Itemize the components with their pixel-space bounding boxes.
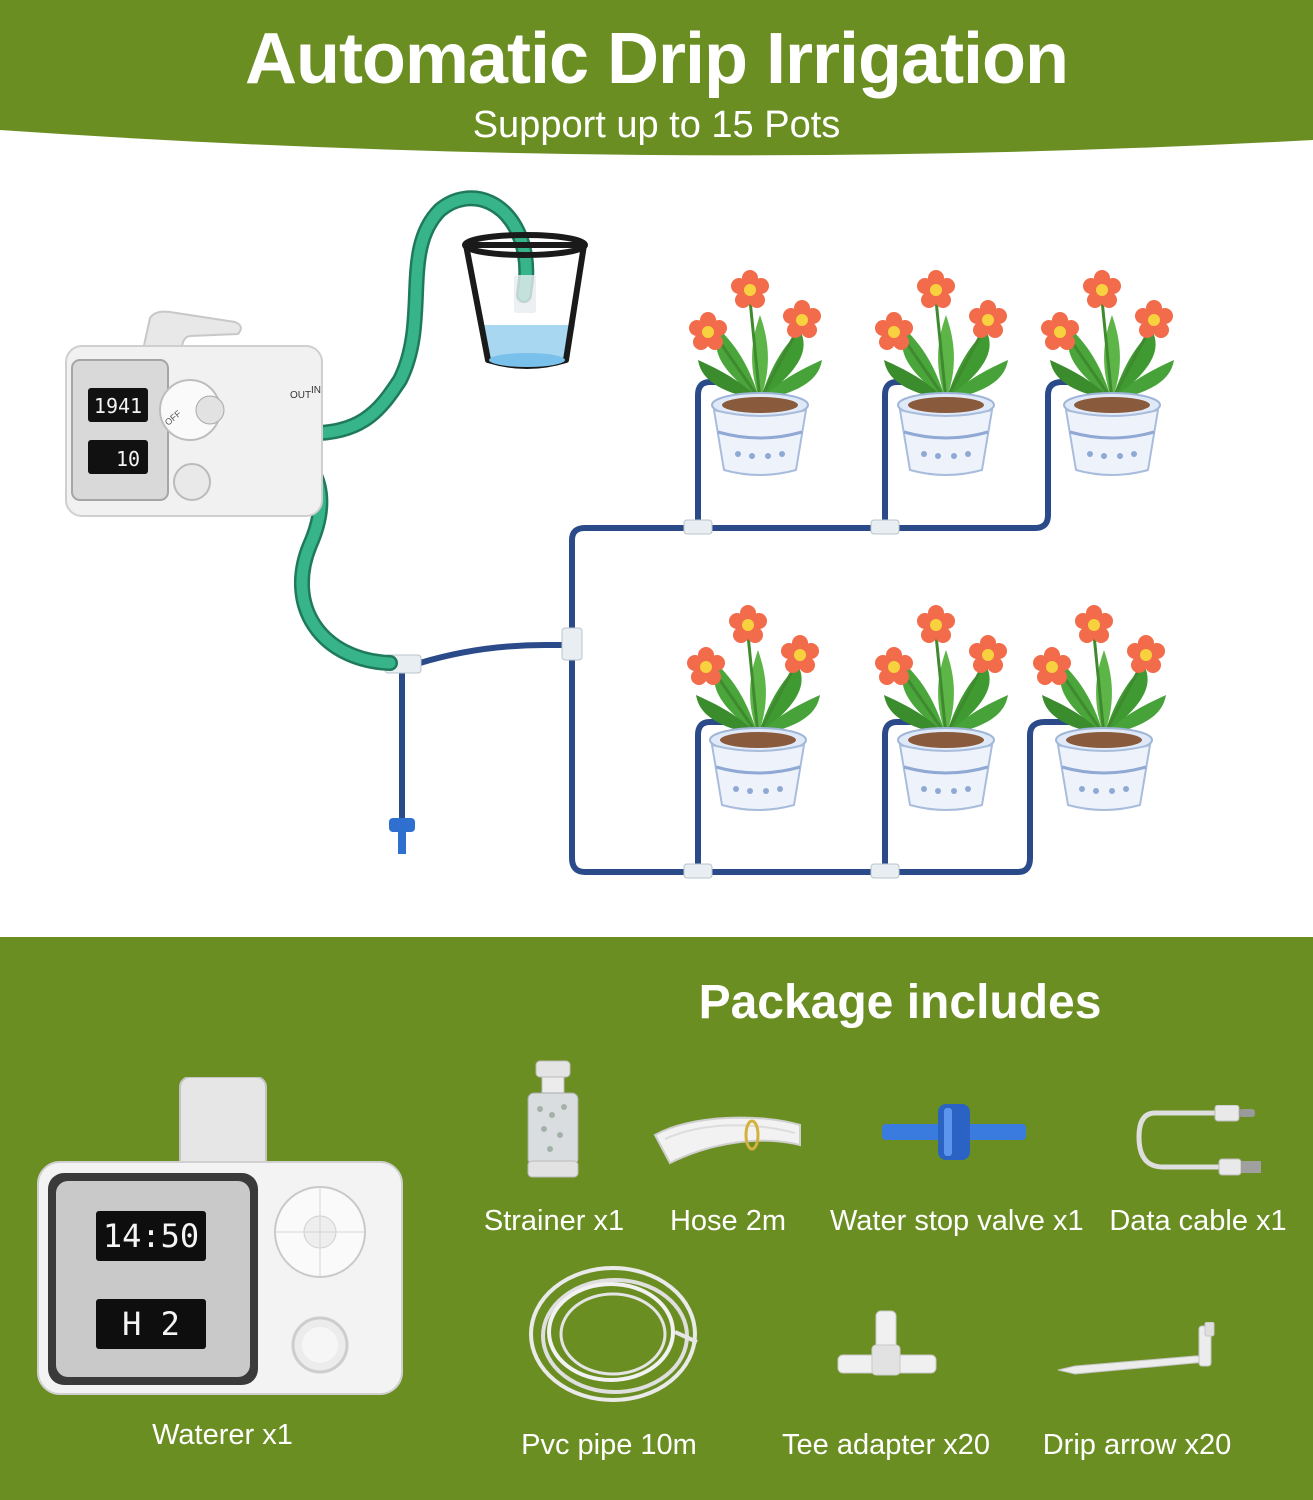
page-title: Automatic Drip Irrigation	[244, 19, 1069, 99]
display-top: 1941	[94, 394, 142, 418]
page-subtitle: Support up to 15 Pots	[472, 104, 841, 146]
plant-pots	[687, 270, 1174, 810]
port-in-label: IN	[311, 385, 321, 396]
pot-1	[689, 270, 822, 475]
package-title: Package includes	[698, 976, 1102, 1029]
package-section: Package includes 14:50 H 2 Waterer x1 St…	[0, 937, 1313, 1500]
item-label-pvc-pipe: Pvc pipe 10m	[521, 1429, 697, 1461]
waterer-display-top: 14:50	[103, 1217, 199, 1255]
pot-2	[875, 270, 1008, 475]
header-banner: Automatic Drip Irrigation Support up to …	[0, 0, 1313, 175]
pot-5	[875, 605, 1008, 810]
item-label-hose: Hose 2m	[669, 1205, 787, 1237]
hose-image	[653, 1116, 801, 1165]
water-cup	[462, 232, 588, 369]
header-background	[0, 0, 1313, 156]
item-label-data-cable: Data cable x1	[1109, 1205, 1287, 1237]
pot-3	[1041, 270, 1174, 475]
irrigation-diagram: 1941 10 OFF OUT IN	[65, 190, 1313, 879]
pot-6	[1033, 605, 1166, 810]
item-label-strainer: Strainer x1	[483, 1205, 625, 1237]
controller-device: 1941 10 OFF OUT IN	[65, 310, 323, 517]
item-label-water-stop-valve: Water stop valve x1	[830, 1205, 1084, 1237]
distribution-pipes	[399, 379, 1075, 875]
tee-adapter-image	[837, 1310, 937, 1376]
pot-4	[687, 605, 820, 810]
item-label-drip-arrow: Drip arrow x20	[1042, 1429, 1232, 1461]
data-cable-image	[1136, 1105, 1261, 1176]
drip-arrow-image	[1057, 1322, 1215, 1375]
tee-connectors	[384, 519, 900, 879]
port-out-label: OUT	[290, 390, 311, 401]
device-knob	[173, 463, 211, 501]
display-bottom: 10	[116, 447, 140, 471]
inlet-hose	[282, 190, 535, 442]
waterer-image: 14:50 H 2	[37, 1077, 403, 1395]
pvc-pipe-image	[529, 1266, 698, 1402]
strainer-image	[527, 1060, 579, 1178]
waterer-display-bottom: H 2	[122, 1305, 180, 1343]
water-stop-valve-diagram	[389, 818, 415, 854]
water-stop-valve-image	[882, 1104, 1026, 1160]
item-label-waterer: Waterer x1	[152, 1419, 293, 1451]
item-label-tee-adapter: Tee adapter x20	[782, 1429, 990, 1461]
